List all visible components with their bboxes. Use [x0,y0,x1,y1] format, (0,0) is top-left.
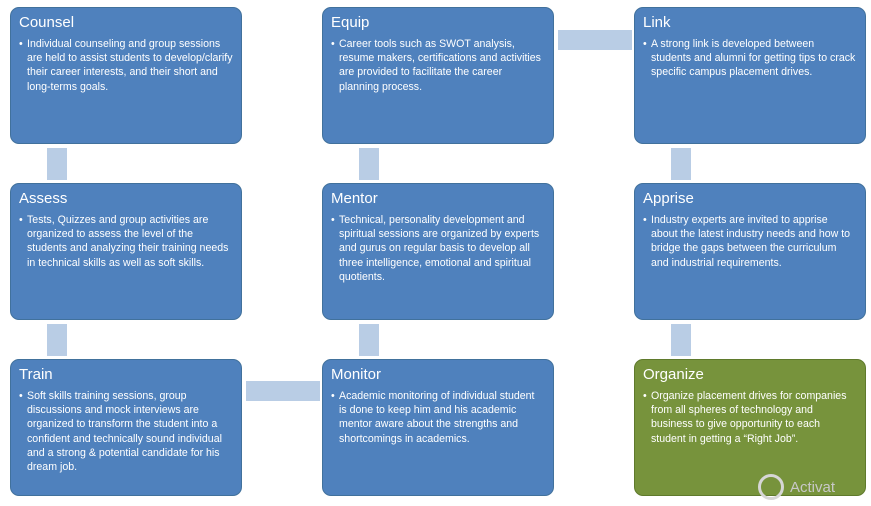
link-text: A strong link is developed between stude… [643,37,857,80]
apprise-box: Apprise Industry experts are invited to … [634,183,866,320]
connector-assess-train [47,324,67,356]
monitor-title: Monitor [331,366,382,383]
mentor-title: Mentor [331,190,378,207]
counsel-text: Individual counseling and group sessions… [19,37,233,94]
counsel-title: Counsel [19,14,75,31]
watermark-text: Activat [790,478,836,496]
counsel-box: Counsel Individual counseling and group … [10,7,242,144]
connector-equip-link [558,30,632,50]
mentor-text: Technical, personality development and s… [331,213,545,284]
connector-apprise-organize [671,324,691,356]
train-box: Train Soft skills training sessions, gro… [10,359,242,496]
equip-title: Equip [331,14,370,31]
connector-train-monitor [246,381,320,401]
organize-title: Organize [643,366,704,383]
apprise-title: Apprise [643,190,694,207]
activation-watermark: Activat [758,474,835,500]
monitor-text: Academic monitoring of individual studen… [331,389,545,446]
assess-box: Assess Tests, Quizzes and group activiti… [10,183,242,320]
link-title: Link [643,14,671,31]
windows-activation-icon [758,474,784,500]
apprise-text: Industry experts are invited to apprise … [643,213,857,270]
organize-box: Organize Organize placement drives for c… [634,359,866,496]
equip-box: Equip Career tools such as SWOT analysis… [322,7,554,144]
assess-text: Tests, Quizzes and group activities are … [19,213,233,270]
connector-mentor-equip [359,148,379,180]
train-title: Train [19,366,53,383]
organize-text: Organize placement drives for companies … [643,389,857,446]
monitor-box: Monitor Academic monitoring of individua… [322,359,554,496]
equip-text: Career tools such as SWOT analysis, resu… [331,37,545,94]
train-text: Soft skills training sessions, group dis… [19,389,233,474]
connector-monitor-mentor [359,324,379,356]
link-box: Link A strong link is developed between … [634,7,866,144]
mentor-box: Mentor Technical, personality developmen… [322,183,554,320]
connector-counsel-assess [47,148,67,180]
assess-title: Assess [19,190,68,207]
connector-link-apprise [671,148,691,180]
